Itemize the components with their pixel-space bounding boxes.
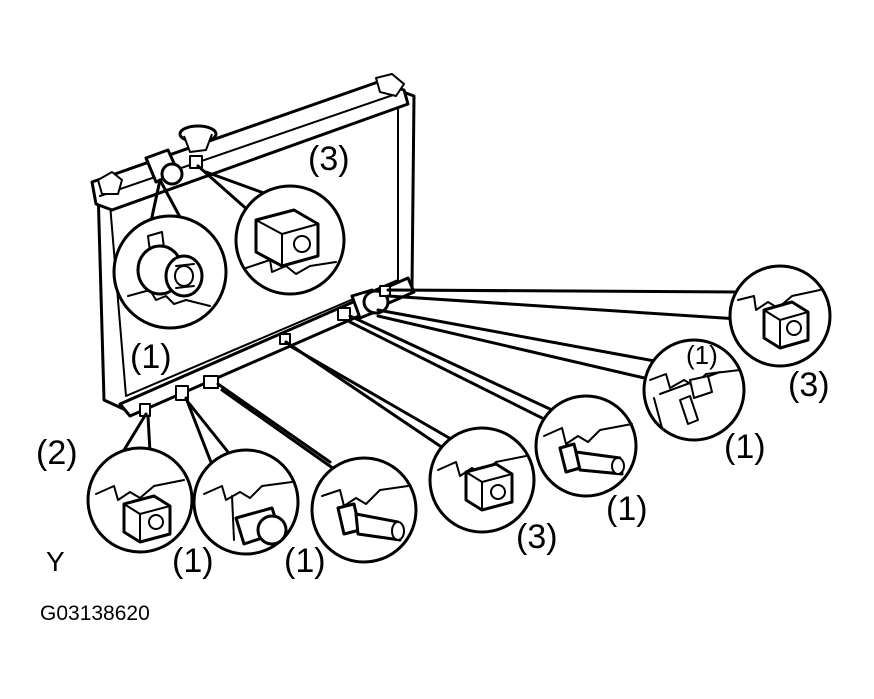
detail-bubble-upper-hose [112, 214, 228, 330]
detail-bubble-bottom-pipe [192, 448, 300, 556]
detail-bubble-bottom-bolt [310, 456, 418, 564]
callout-bottom-4: (1) [606, 490, 648, 528]
callout-right-1: (1) [724, 428, 766, 466]
figure-code: G03138620 [40, 602, 150, 625]
detail-bubble-right-bolt [534, 394, 638, 498]
callout-left-low: (2) [36, 434, 78, 472]
upper-hose-outlet [144, 148, 184, 186]
bottom-right-fitting [337, 307, 351, 321]
detail-bubble-bottom-left [86, 446, 194, 554]
view-letter: Y [46, 546, 65, 577]
detail-bubble-right-clip [642, 338, 746, 442]
callout-bottom-2: (1) [284, 542, 326, 580]
callout-right-inner: (1) [686, 340, 718, 370]
callout-bottom-3: (3) [516, 518, 558, 556]
drain-fitting [175, 385, 189, 401]
leader-lines [116, 164, 756, 478]
detail-bubble-right-upper [728, 264, 832, 368]
radiator-cap [178, 124, 218, 153]
bottom-pipe-fitting [203, 375, 219, 389]
bottom-mid-fitting [279, 333, 291, 345]
callout-top: (3) [308, 140, 350, 178]
callout-right-3: (3) [788, 366, 830, 404]
detail-bubble-bottom-mid [428, 426, 536, 534]
callout-left-mid: (1) [130, 338, 172, 376]
detail-bubble-top-fitting [234, 184, 346, 296]
callout-bottom-1: (1) [172, 542, 214, 580]
